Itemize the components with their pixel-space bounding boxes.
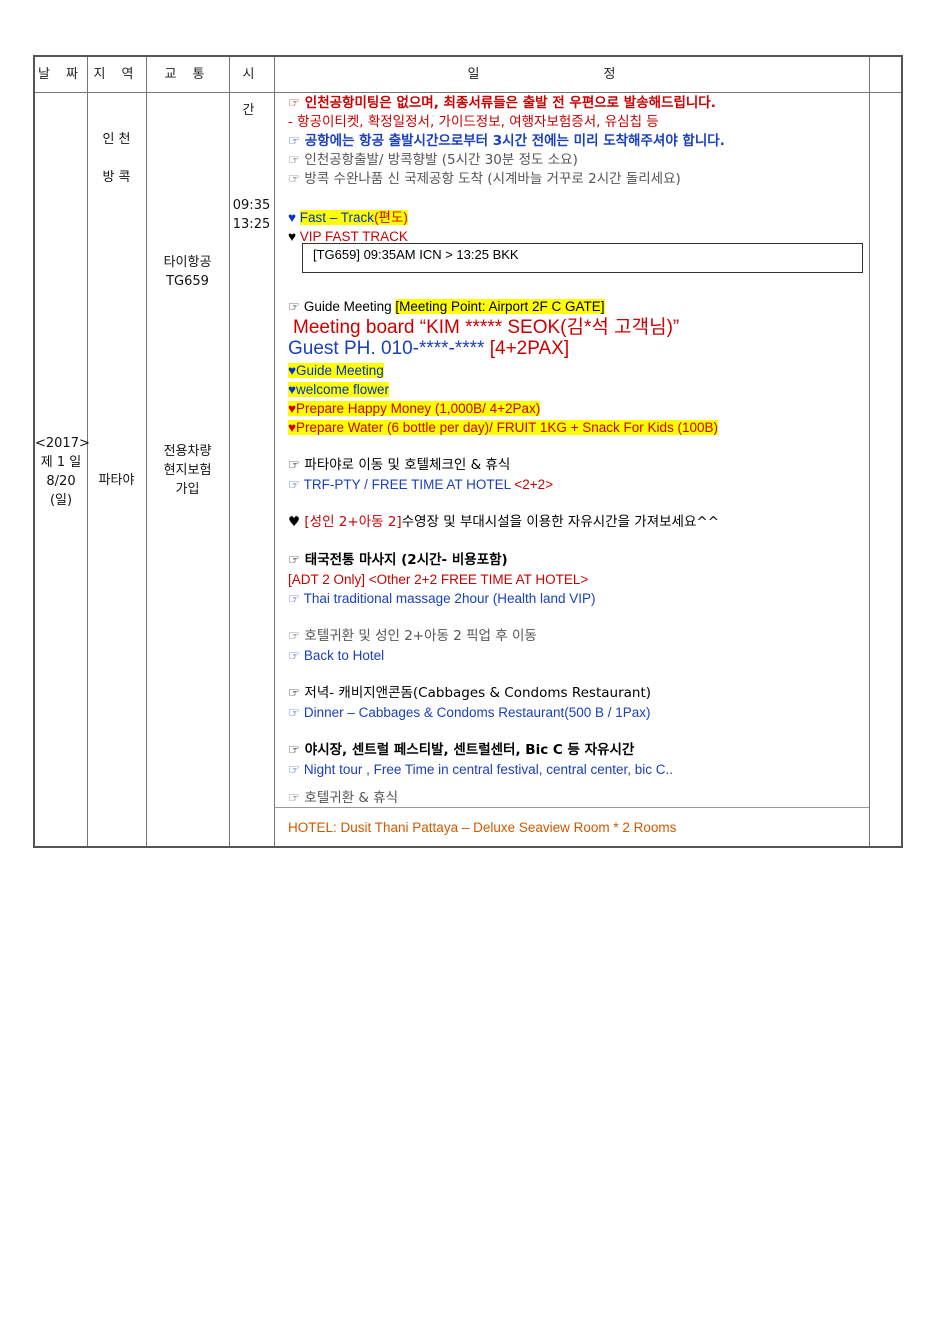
flight-number: TG659 (166, 274, 209, 289)
trf-text: ☞ TRF-PTY / FREE TIME AT HOTEL (288, 477, 511, 492)
date-md: 8/20 (46, 474, 76, 489)
schedule-line: ☞ 태국전통 마사지 (2시간- 비용포함) (288, 552, 508, 568)
hotel-divider (274, 807, 869, 808)
welcome-flower-text: welcome flower (296, 382, 390, 397)
header-date: 날 짜 (37, 67, 85, 82)
schedule-line: ☞ 파타야로 이동 및 호텔체크인 & 휴식 (288, 457, 511, 473)
water-item: ♥Prepare Water (6 bottle per day)/ FRUIT… (288, 418, 719, 437)
departure-time: 09:35 (232, 198, 271, 213)
guide-meeting-prefix: ☞ Guide Meeting (288, 299, 392, 314)
transport-car: 전용차량 현지보험 가입 (146, 442, 229, 499)
flight-info-box: [TG659] 09:35AM ICN > 13:25 BKK (302, 243, 863, 273)
vip-line: ♥ VIP FAST TRACK (288, 227, 408, 246)
pool-line: ♥ [성인 2+아동 2]수영장 및 부대시설을 이용한 자유시간을 가져보세요… (288, 513, 719, 532)
schedule-line: ☞ Dinner – Cabbages & Condoms Restaurant… (288, 705, 651, 720)
date-cell: <2017> 제 1 일 8/20 (일) (35, 434, 90, 510)
region-bangkok: 방 콕 (102, 170, 131, 185)
column-divider (274, 57, 275, 846)
guide-meeting-line: ☞ Guide Meeting [Meeting Point: Airport … (288, 297, 605, 316)
date-weekday: (일) (49, 493, 73, 508)
time-cell: 09:35 13:25 (229, 196, 274, 234)
fast-track-line: ♥ Fast – Track(편도) (288, 208, 408, 227)
heart-icon: ♥ (288, 514, 301, 530)
schedule-line: ☞ Back to Hotel (288, 648, 385, 663)
pool-pax: [성인 2+아동 2] (304, 514, 402, 530)
column-divider (87, 57, 88, 846)
schedule-line: - 항공이티켓, 확정일정서, 가이드정보, 여행자보험증서, 유심칩 등 (288, 114, 659, 130)
heart-icon: ♥ (288, 363, 297, 378)
fast-track-label: Fast – Track (299, 210, 375, 225)
heart-icon: ♥ (288, 420, 297, 435)
trf-pax: <2+2> (514, 477, 554, 492)
schedule-line: [ADT 2 Only] <Other 2+2 FREE TIME AT HOT… (288, 572, 589, 587)
guest-phone: 010-****-**** (380, 338, 485, 359)
airline-name: 타이항공 (163, 255, 212, 270)
itinerary-table: 날 짜 지 역 교 통 시 간 일 정 <2017> 제 1 일 8/20 (일… (33, 55, 903, 848)
vip-label: VIP FAST TRACK (299, 229, 408, 244)
welcome-flower-item: ♥welcome flower (288, 380, 390, 399)
car-line-3: 가입 (175, 482, 200, 497)
meeting-board: Meeting board “KIM ***** SEOK(김*석 고객님)” (293, 317, 680, 338)
happy-money-text: Prepare Happy Money (1,000B/ 4+2Pax) (296, 401, 541, 416)
schedule-line: ☞ 공항에는 항공 출발시간으로부터 3시간 전에는 미리 도착해주셔야 합니다… (288, 133, 725, 149)
header-schedule: 일 정 (467, 67, 676, 82)
schedule-line: ☞ 방콕 수완나품 신 국제공항 도착 (시계바늘 거꾸로 2시간 돌리세요) (288, 171, 681, 187)
transport-airline: 타이항공 TG659 (146, 253, 229, 291)
region-pattaya: 파타야 (98, 473, 135, 488)
trf-line: ☞ TRF-PTY / FREE TIME AT HOTEL <2+2> (288, 475, 553, 494)
schedule-line: ☞ Night tour , Free Time in central fest… (288, 762, 674, 777)
schedule-line: ☞ 호텔귀환 및 성인 2+아동 2 픽업 후 이동 (288, 628, 537, 644)
pool-text: 수영장 및 부대시설을 이용한 자유시간을 가져보세요^^ (401, 514, 720, 530)
water-text: Prepare Water (6 bottle per day)/ FRUIT … (296, 420, 719, 435)
region-incheon: 인 천 (102, 132, 131, 147)
schedule-line: ☞ 야시장, 센트럴 페스티발, 센트럴센터, Bic C 등 자유시간 (288, 742, 635, 758)
guest-phone-line: Guest PH. 010-****-**** [4+2PAX] (288, 338, 569, 360)
guest-pax: [4+2PAX] (489, 338, 570, 359)
schedule-line: ☞ 호텔귀환 & 휴식 (288, 790, 399, 806)
header-transport: 교 통 (164, 67, 211, 82)
arrival-time: 13:25 (232, 217, 271, 232)
header-region: 지 역 (93, 67, 140, 82)
meeting-point: [Meeting Point: Airport 2F C GATE] (395, 299, 605, 314)
column-divider (229, 57, 230, 846)
column-divider (869, 57, 870, 846)
column-divider (146, 57, 147, 846)
heart-icon: ♥ (288, 229, 297, 244)
guide-meeting-text: Guide Meeting (296, 363, 384, 378)
hotel-info: HOTEL: Dusit Thani Pattaya – Deluxe Seav… (288, 820, 677, 835)
heart-icon: ♥ (288, 401, 297, 416)
car-line-1: 전용차량 (163, 444, 212, 459)
date-year: <2017> (35, 436, 90, 451)
happy-money-item: ♥Prepare Happy Money (1,000B/ 4+2Pax) (288, 399, 541, 418)
heart-icon: ♥ (288, 382, 297, 397)
schedule-line: ☞ 인천공항미팅은 없으며, 최종서류들은 출발 전 우편으로 발송해드립니다. (288, 95, 716, 111)
car-line-2: 현지보험 (163, 463, 212, 478)
header-time: 시 간 (242, 67, 261, 118)
fast-track-note: (편도) (374, 210, 408, 225)
heart-icon: ♥ (288, 210, 297, 225)
header-divider (35, 92, 901, 93)
schedule-line: ☞ Thai traditional massage 2hour (Health… (288, 591, 596, 606)
date-day: 제 1 일 (40, 455, 82, 470)
schedule-line: ☞ 저녁- 캐비지앤콘돔(Cabbages & Condoms Restaura… (288, 685, 652, 701)
guest-prefix: Guest PH. (288, 338, 376, 359)
guide-meeting-item: ♥Guide Meeting (288, 361, 384, 380)
schedule-line: ☞ 인천공항출발/ 방콕향발 (5시간 30분 정도 소요) (288, 152, 578, 168)
